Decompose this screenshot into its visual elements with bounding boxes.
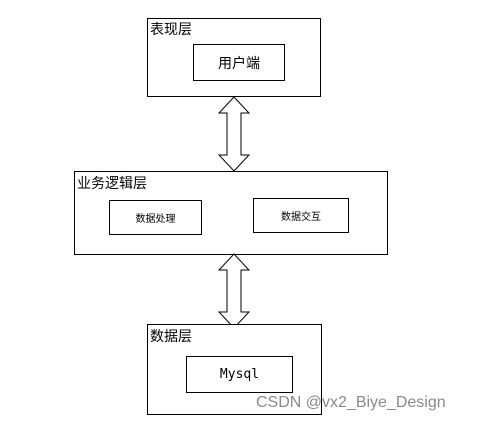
client-module-box: 用户端 bbox=[193, 44, 285, 81]
mysql-module-box: Mysql bbox=[186, 356, 293, 393]
mysql-module-label: Mysql bbox=[219, 367, 260, 382]
data-layer-box: 数据层 Mysql bbox=[147, 324, 322, 415]
business-layer-box: 业务逻辑层 数据处理 数据交互 bbox=[74, 171, 388, 255]
watermark-text: CSDN @vx2_Biye_Design bbox=[256, 394, 446, 411]
presentation-layer-title: 表现层 bbox=[150, 22, 192, 38]
data-interaction-module-label: 数据交互 bbox=[281, 212, 321, 223]
double-arrow-bottom bbox=[218, 253, 250, 329]
data-interaction-module-box: 数据交互 bbox=[253, 198, 349, 233]
double-arrow-top bbox=[218, 96, 250, 172]
data-processing-module-label: 数据处理 bbox=[135, 214, 176, 225]
client-module-label: 用户端 bbox=[218, 55, 260, 72]
data-processing-module-box: 数据处理 bbox=[109, 200, 202, 235]
presentation-layer-box: 表现层 用户端 bbox=[147, 18, 321, 97]
data-layer-title: 数据层 bbox=[150, 329, 192, 345]
business-layer-title: 业务逻辑层 bbox=[77, 176, 147, 192]
